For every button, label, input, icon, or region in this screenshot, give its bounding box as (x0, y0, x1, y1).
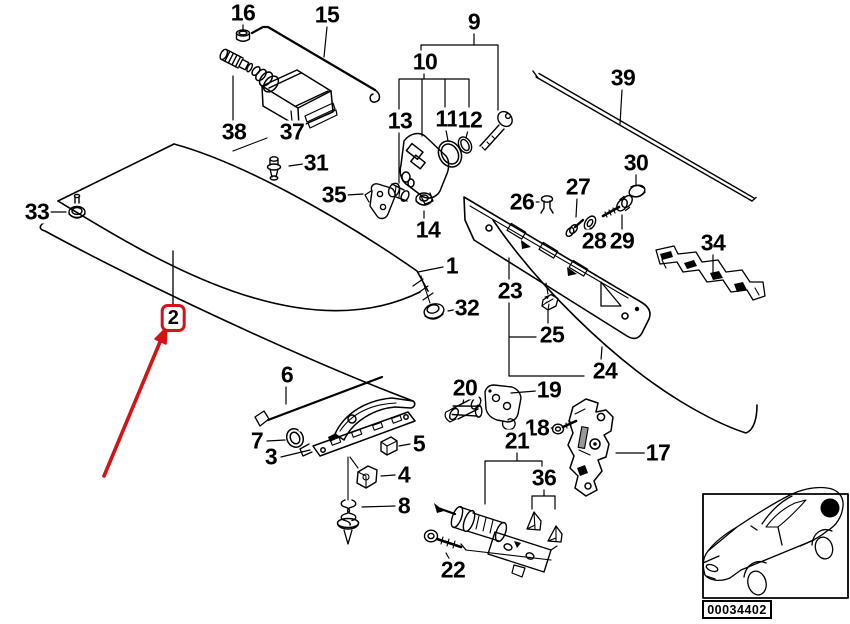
callout-37[interactable]: 37 (278, 118, 306, 145)
callout-9[interactable]: 9 (466, 8, 482, 35)
callout-33[interactable]: 33 (23, 198, 51, 225)
callout-11[interactable]: 11 (434, 105, 460, 132)
drawing-number: 00034402 (702, 600, 772, 619)
car-inset (702, 486, 849, 599)
callout-16[interactable]: 16 (229, 0, 257, 26)
highlight-arrow (102, 250, 174, 478)
lock-barrel-21 (434, 503, 558, 578)
callout-1[interactable]: 1 (444, 252, 460, 279)
lock-callout-brackets (346, 32, 499, 221)
callout-19[interactable]: 19 (535, 376, 563, 403)
callout-18[interactable]: 18 (523, 414, 551, 441)
screw-22 (423, 529, 552, 561)
callout-26[interactable]: 26 (508, 188, 536, 215)
callout-22[interactable]: 22 (439, 556, 467, 583)
callout-29[interactable]: 29 (608, 227, 636, 254)
callout-28[interactable]: 28 (580, 227, 608, 254)
callout-10[interactable]: 10 (411, 48, 439, 75)
callout-23[interactable]: 23 (496, 277, 524, 304)
buffer-5 (380, 436, 398, 456)
latch-17 (567, 398, 646, 497)
lock-actuator-37 (251, 65, 338, 129)
clip-25 (541, 282, 559, 311)
license-plate-panel-23 (463, 196, 651, 340)
screw-8 (336, 499, 360, 545)
trunk-lid-panel (39, 137, 434, 402)
cap-16 (235, 23, 251, 42)
screw-27 (565, 198, 585, 238)
clips-36 (526, 511, 563, 543)
callout-25[interactable]: 25 (538, 321, 566, 348)
leader-lines (48, 211, 459, 508)
valve-31 (266, 156, 304, 181)
lid-lower-edge-24 (492, 219, 758, 434)
panel-callout-lines (508, 257, 603, 377)
ring-7 (285, 425, 306, 448)
callout-4[interactable]: 4 (396, 461, 412, 488)
callout-34[interactable]: 34 (699, 229, 727, 256)
callout-27[interactable]: 27 (564, 173, 592, 200)
nut-14 (415, 192, 433, 206)
callout-30[interactable]: 30 (622, 149, 650, 176)
impact-strip-34 (655, 245, 766, 301)
callout-36[interactable]: 36 (530, 464, 558, 491)
callout-39[interactable]: 39 (609, 64, 637, 91)
callout-7[interactable]: 7 (249, 427, 265, 454)
trim-strip-39 (532, 70, 757, 202)
callout-5[interactable]: 5 (411, 430, 427, 457)
callout-13[interactable]: 13 (386, 107, 414, 134)
bolt-20 (444, 396, 483, 423)
callout-17[interactable]: 17 (644, 439, 672, 466)
wedge-4 (356, 465, 378, 489)
callout-2-highlighted[interactable]: 2 (160, 304, 186, 332)
grommet-30 (628, 173, 646, 198)
clip-26 (532, 195, 554, 214)
callout-31[interactable]: 31 (302, 149, 330, 176)
callout-6[interactable]: 6 (279, 361, 295, 388)
striker-19 (484, 384, 537, 431)
callout-38[interactable]: 38 (220, 118, 248, 145)
callout-24[interactable]: 24 (591, 357, 619, 384)
callout-15[interactable]: 15 (313, 1, 341, 28)
bowden-rod-15 (250, 25, 381, 103)
callout-14[interactable]: 14 (414, 216, 442, 243)
callout-8[interactable]: 8 (396, 492, 412, 519)
lock-cylinder-housing (399, 132, 450, 205)
grommet-32 (420, 275, 445, 320)
callout-21[interactable]: 21 (503, 427, 531, 454)
key-12 (479, 110, 513, 151)
latch-callout-brackets (484, 450, 556, 510)
callout-32[interactable]: 32 (453, 294, 481, 321)
pin-38 (219, 48, 254, 121)
ring-12 (457, 136, 473, 154)
grommet-33 (68, 193, 86, 219)
callout-12[interactable]: 12 (456, 106, 484, 133)
callout-35[interactable]: 35 (320, 181, 348, 208)
bolt-29 (601, 194, 633, 232)
callout-3[interactable]: 3 (263, 443, 279, 470)
bracket-35 (364, 183, 396, 220)
callout-20[interactable]: 20 (451, 374, 479, 401)
torsion-bar-6 (254, 375, 384, 427)
